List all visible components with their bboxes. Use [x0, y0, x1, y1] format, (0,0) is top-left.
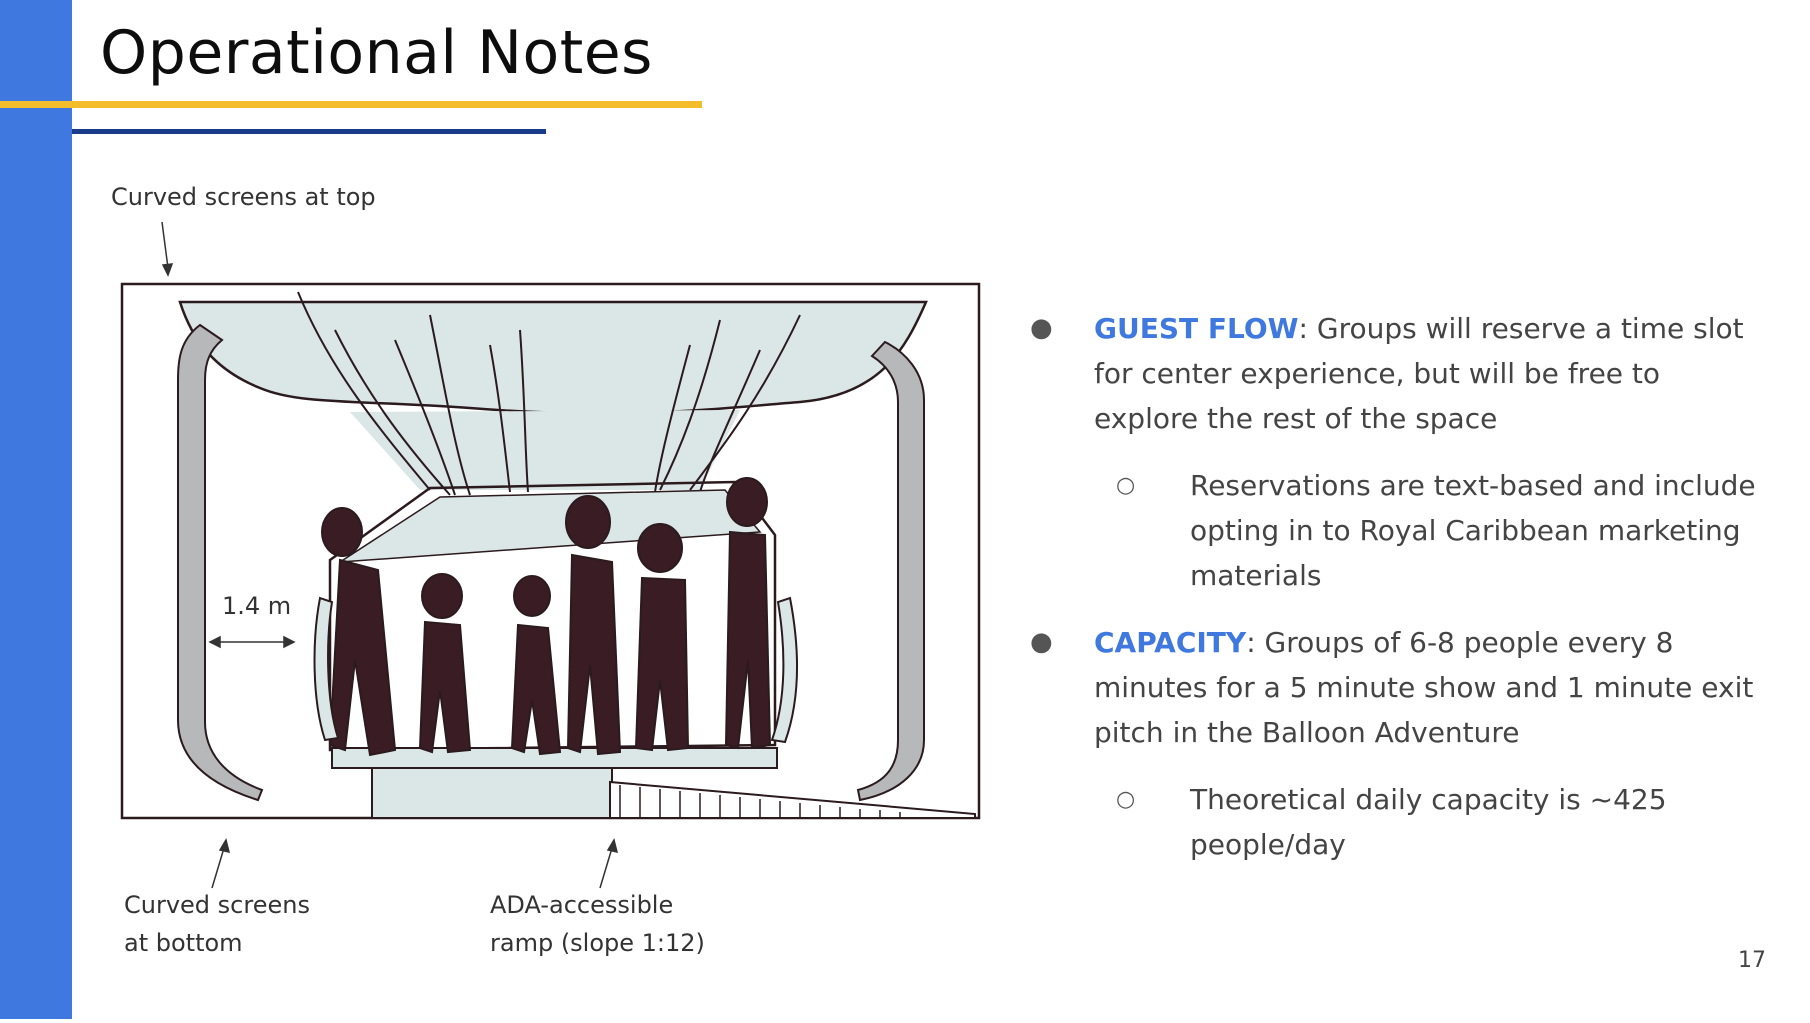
- gondola-right-panel: [770, 596, 798, 744]
- left-curved-screen: [177, 323, 264, 802]
- page-number: 17: [1738, 948, 1766, 973]
- gondola-top-rim: [339, 489, 762, 563]
- hollow-circle-icon: ○: [1116, 473, 1136, 498]
- caption-curved-screens-bottom: Curved screens at bottom: [124, 886, 310, 962]
- caption-curved-screens-bottom-line1: Curved screens: [124, 891, 310, 919]
- sub-bullet-text-daily-capacity: Theoretical daily capacity is ~425 peopl…: [1190, 783, 1667, 861]
- caption-ada-ramp-line2: ramp (slope 1:12): [490, 929, 705, 957]
- bullet-dot-icon: ●: [1030, 627, 1053, 657]
- ada-ramp: [609, 780, 976, 819]
- bullet-dot-icon: ●: [1030, 313, 1053, 343]
- canopy-shade: [350, 410, 740, 490]
- sub-bullet-reservations: ○ Reservations are text-based and includ…: [1030, 463, 1770, 598]
- slide-title: Operational Notes: [100, 18, 653, 88]
- balloon-sketch-figure: Curved screens at top 1.4 m Curved scree…: [111, 183, 981, 962]
- bullet-guest-flow: ● GUEST FLOW: Groups will reserve a time…: [1030, 306, 1770, 441]
- caption-arrows: [161, 221, 619, 889]
- bullet-capacity: ● CAPACITY: Groups of 6-8 people every 8…: [1030, 620, 1770, 755]
- balloon-sketch-drawing: [120, 221, 981, 889]
- sub-bullet-text-reservations: Reservations are text-based and include …: [1190, 469, 1756, 592]
- caption-ada-ramp-line1: ADA-accessible: [490, 891, 674, 919]
- hollow-circle-icon: ○: [1116, 787, 1136, 812]
- guest-silhouettes: [321, 477, 772, 757]
- notes-bullet-list: ● GUEST FLOW: Groups will reserve a time…: [1030, 306, 1770, 867]
- caption-curved-screens-bottom-line2: at bottom: [124, 929, 243, 957]
- right-curved-screen: [856, 340, 925, 802]
- bullet-keyword-capacity: CAPACITY: [1094, 626, 1247, 659]
- gondola-left-panel: [313, 596, 340, 742]
- bullet-keyword-guest-flow: GUEST FLOW: [1094, 312, 1299, 345]
- caption-curved-screens-top: Curved screens at top: [111, 183, 376, 211]
- title-underline-gold: [0, 101, 702, 108]
- platform-base: [371, 767, 613, 819]
- bullet-text-capacity: : Groups of 6-8 people every 8 minutes f…: [1094, 626, 1754, 749]
- top-curved-screen: [178, 300, 928, 415]
- sub-bullet-daily-capacity: ○ Theoretical daily capacity is ~425 peo…: [1030, 777, 1770, 867]
- dimension-arrow: [208, 635, 296, 649]
- dimension-label: 1.4 m: [222, 592, 292, 620]
- balloon-ropes: [297, 291, 801, 496]
- bullet-text-guest-flow: : Groups will reserve a time slot for ce…: [1094, 312, 1744, 435]
- title-underline-navy: [72, 129, 546, 134]
- side-accent-bar: [0, 0, 72, 1019]
- ramp-balusters: [619, 785, 901, 818]
- caption-ada-ramp: ADA-accessible ramp (slope 1:12): [490, 886, 705, 962]
